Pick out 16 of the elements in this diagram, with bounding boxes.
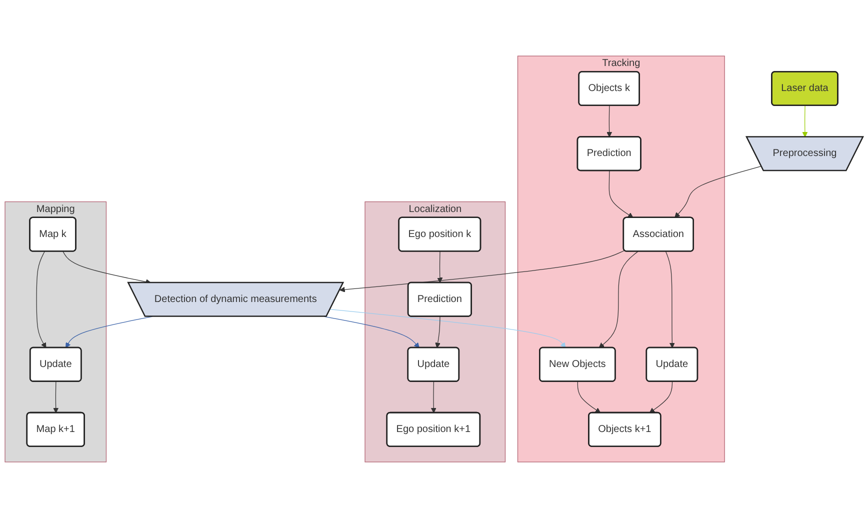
arrow	[598, 251, 638, 348]
arrow	[53, 381, 59, 414]
arrow	[649, 381, 673, 414]
arrow	[437, 251, 443, 284]
arrow	[665, 251, 675, 348]
arrow	[802, 105, 808, 138]
arrow	[606, 105, 612, 138]
arrow	[36, 251, 46, 348]
arrow	[674, 166, 762, 218]
arrow	[340, 250, 625, 292]
arrow	[430, 381, 436, 414]
arrow	[608, 170, 634, 218]
arrow	[330, 308, 566, 348]
arrow	[324, 316, 420, 348]
arrow	[577, 381, 601, 414]
arrow	[435, 316, 441, 348]
